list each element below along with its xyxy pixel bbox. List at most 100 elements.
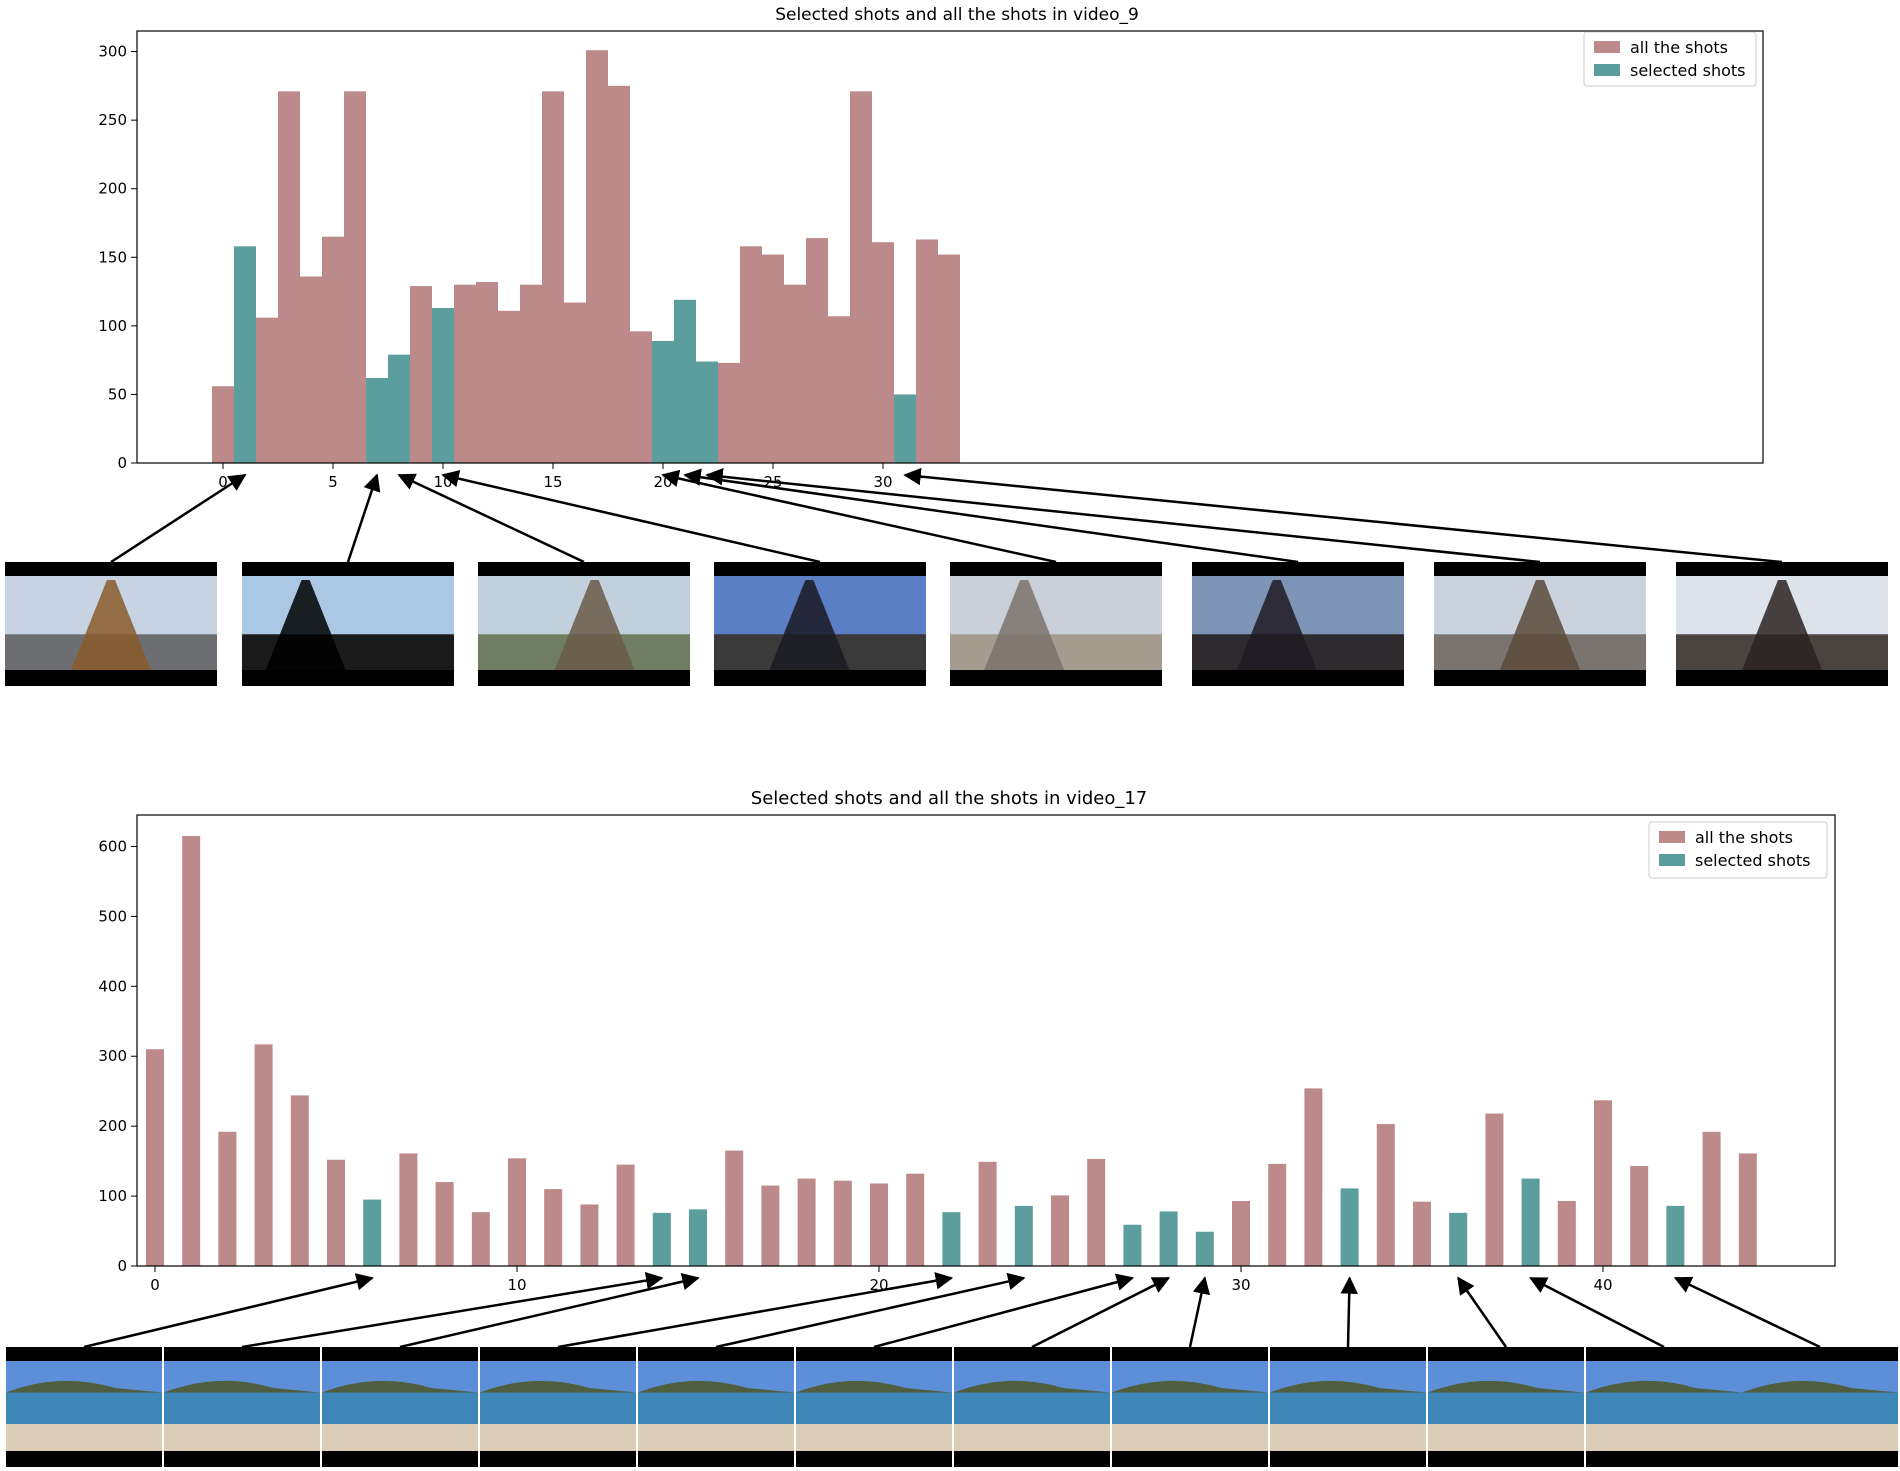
link-arrow	[873, 1273, 1135, 1349]
x-tick-label: 30	[873, 473, 892, 491]
thumbnail-sea	[1112, 1392, 1268, 1424]
tower-wide-icon	[1434, 562, 1646, 686]
thumbnail-sand	[164, 1424, 320, 1451]
legend-label: all the shots	[1695, 828, 1793, 847]
bar-shot	[616, 1164, 635, 1266]
bar-shot	[564, 302, 586, 463]
bar-shot	[1232, 1200, 1250, 1266]
beach-shot-icon	[322, 1347, 478, 1467]
legend-swatch	[1659, 854, 1685, 866]
bar-selected-shot	[652, 340, 674, 463]
link-arrow	[705, 467, 1541, 564]
link-arrow	[715, 1272, 1026, 1349]
bar-shot	[784, 284, 806, 463]
x-tick-label: 30	[1231, 1276, 1250, 1294]
bar-selected-shot	[1449, 1212, 1468, 1266]
thumbnail-sea	[1586, 1392, 1742, 1424]
bar-selected-shot	[1159, 1211, 1178, 1266]
y-tick-label: 300	[98, 43, 127, 61]
thumbnail-hill	[1428, 1380, 1584, 1393]
thumbnail-sea	[1270, 1392, 1426, 1424]
link-arrow	[110, 473, 247, 564]
bar-shot	[608, 85, 630, 463]
bar-selected-shot	[388, 354, 410, 463]
legend-swatch	[1659, 831, 1685, 843]
legend-label: all the shots	[1630, 38, 1728, 57]
bar-shot	[471, 1212, 490, 1266]
x-tick-label: 40	[1593, 1276, 1612, 1294]
bar-shot	[476, 281, 498, 463]
bar-selected-shot	[942, 1212, 961, 1266]
bar-selected-shot	[1521, 1178, 1540, 1266]
bar-selected-shot	[432, 308, 454, 463]
thumbnail-sand	[1112, 1424, 1268, 1451]
thumbnail-sea	[796, 1392, 952, 1424]
bar-shot	[762, 254, 784, 463]
tower-shape	[769, 580, 850, 670]
bar-selected-shot	[1666, 1205, 1685, 1266]
bar-shot	[508, 1158, 526, 1266]
bar-shot	[1594, 1100, 1612, 1266]
thumbnail-sea	[164, 1392, 320, 1424]
bar-shot	[740, 246, 762, 463]
chart-title: Selected shots and all the shots in vide…	[775, 5, 1139, 25]
bar-shot	[544, 1189, 563, 1266]
x-tick-label: 15	[543, 473, 562, 491]
thumbnail-sand	[796, 1424, 952, 1451]
bar-selected-shot	[1123, 1224, 1142, 1266]
link-arrow	[557, 1272, 954, 1349]
bar-selected-shot	[689, 1209, 707, 1266]
arrow-group	[83, 1271, 1821, 1349]
bar-shot	[254, 1044, 273, 1266]
thumbnail-sea	[480, 1392, 636, 1424]
bar-shot	[327, 1159, 345, 1266]
bar-selected-shot	[674, 299, 696, 463]
thumbnail-hill	[322, 1380, 478, 1393]
thumbnail-hill	[954, 1380, 1110, 1393]
y-tick-label: 600	[98, 837, 127, 855]
bar-shot	[399, 1153, 418, 1266]
bar-shot	[1376, 1124, 1395, 1266]
bar-shot	[630, 331, 652, 463]
chart-video-9: Selected shots and all the shots in vide…	[5, 5, 1888, 686]
link-arrow	[397, 473, 585, 564]
link-arrow	[903, 467, 1783, 564]
bar-shot	[454, 284, 476, 463]
bar-shot	[916, 239, 938, 463]
bar-shot	[498, 310, 520, 463]
bar-shot	[1702, 1131, 1721, 1266]
plot-area: 050100150200250300051015202530	[98, 30, 1764, 491]
bar-shot	[218, 1131, 237, 1266]
chart-title: Selected shots and all the shots in vide…	[751, 788, 1147, 809]
bar-shot	[1268, 1163, 1287, 1266]
plot-frame	[136, 30, 1764, 464]
thumbnail-hill	[164, 1380, 320, 1393]
beach-shot-icon	[1270, 1347, 1426, 1467]
y-tick-label: 0	[117, 1257, 127, 1275]
beach-shot-icon	[1428, 1347, 1584, 1467]
bar-selected-shot	[1195, 1231, 1214, 1266]
bar-shot	[520, 284, 542, 463]
bar-shot	[978, 1161, 997, 1266]
tower-shape	[1500, 580, 1580, 670]
thumbnail-strip	[5, 562, 1888, 686]
x-tick-label: 5	[328, 473, 338, 491]
bar-shot	[806, 238, 828, 463]
bar-shot	[850, 91, 872, 463]
tower-dusk-icon	[1192, 562, 1404, 686]
bar-shot	[410, 286, 432, 463]
y-tick-label: 500	[98, 907, 127, 925]
beach-shot-icon	[480, 1347, 636, 1467]
thumbnail-sand	[954, 1424, 1110, 1451]
bar-shot	[1630, 1166, 1649, 1266]
y-tick-label: 300	[98, 1047, 127, 1065]
bar-shot	[300, 276, 322, 463]
link-arrow	[1340, 1276, 1358, 1348]
beach-shot-icon	[164, 1347, 320, 1467]
thumbnail-hill	[1270, 1380, 1426, 1393]
bar-selected-shot	[234, 246, 256, 463]
bar-shot	[872, 242, 894, 463]
thumbnail-hill	[638, 1380, 794, 1393]
bar-shot	[1413, 1201, 1431, 1266]
